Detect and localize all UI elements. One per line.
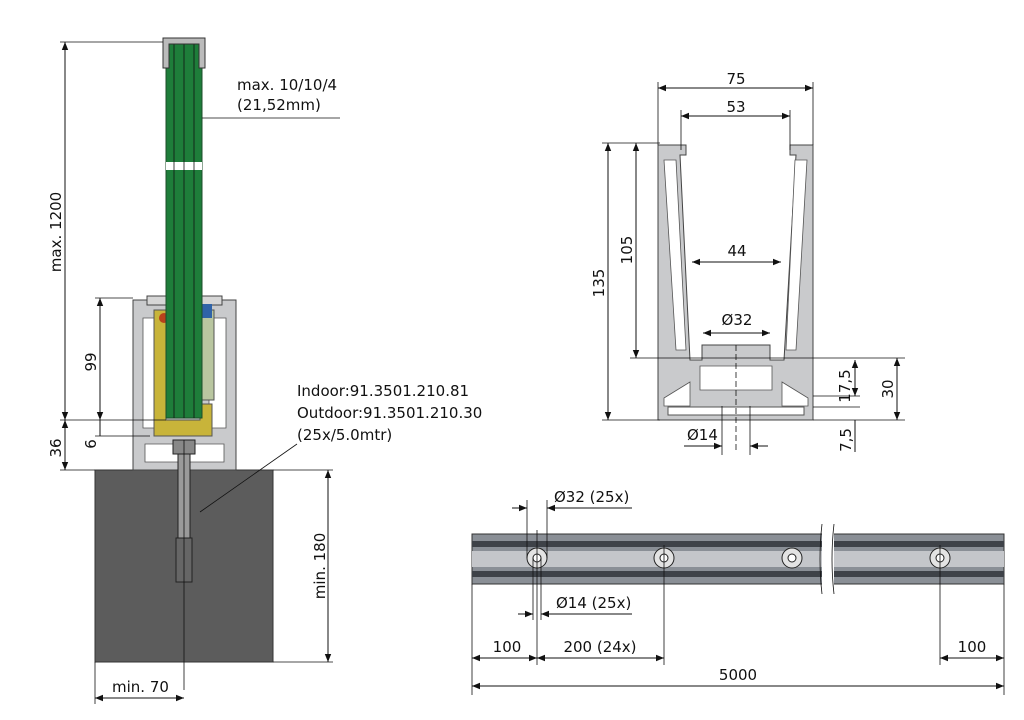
dim-36: 36 [47,438,65,457]
hole-large-label: Ø32 (25x) [554,488,629,506]
dim-right-100: 100 [958,638,987,656]
rail-break [822,524,834,594]
dim-99: 99 [82,352,100,371]
anchor-label-1: Indoor:91.3501.210.81 [297,382,469,400]
anchor-bolt [172,439,196,690]
section-view: 75 53 44 Ø32 135 105 17,5 30 7,5 [590,70,905,455]
anchor-label-3: (25x/5.0mtr) [297,426,392,444]
dim-44: 44 [727,242,746,260]
dim-135: 135 [590,269,608,298]
glass-label-1: max. 10/10/4 [237,76,337,94]
dim-14: Ø14 [687,426,718,444]
dim-75: 75 [726,70,745,88]
hole-3 [781,547,803,569]
dim-17-5: 17,5 [836,369,854,402]
elevation-view: max. 1200 99 6 36 max. 10/10/4 (21,52mm)… [47,37,482,704]
gasket-blue [200,304,212,318]
glass-panel [162,37,206,419]
dim-32: Ø32 [722,311,753,329]
dim-pitch: 200 (24x) [563,638,636,656]
plan-view: Ø32 (25x) Ø14 (25x) 100 200 (24x) 100 50… [471,488,1005,695]
anchor-label-2: Outdoor:91.3501.210.30 [297,404,482,422]
dim-6: 6 [82,439,100,449]
glass-label-2: (21,52mm) [237,96,321,114]
dim-105: 105 [618,236,636,265]
depth-label: min. 180 [311,533,329,599]
dim-7-5: 7,5 [837,428,855,452]
dim-30: 30 [879,379,897,398]
width-label: min. 70 [112,678,169,696]
dim-left-100: 100 [493,638,522,656]
height-label: max. 1200 [47,192,65,272]
dim-total: 5000 [719,666,757,684]
hole-small-label: Ø14 (25x) [556,594,631,612]
dim-53: 53 [726,98,745,116]
